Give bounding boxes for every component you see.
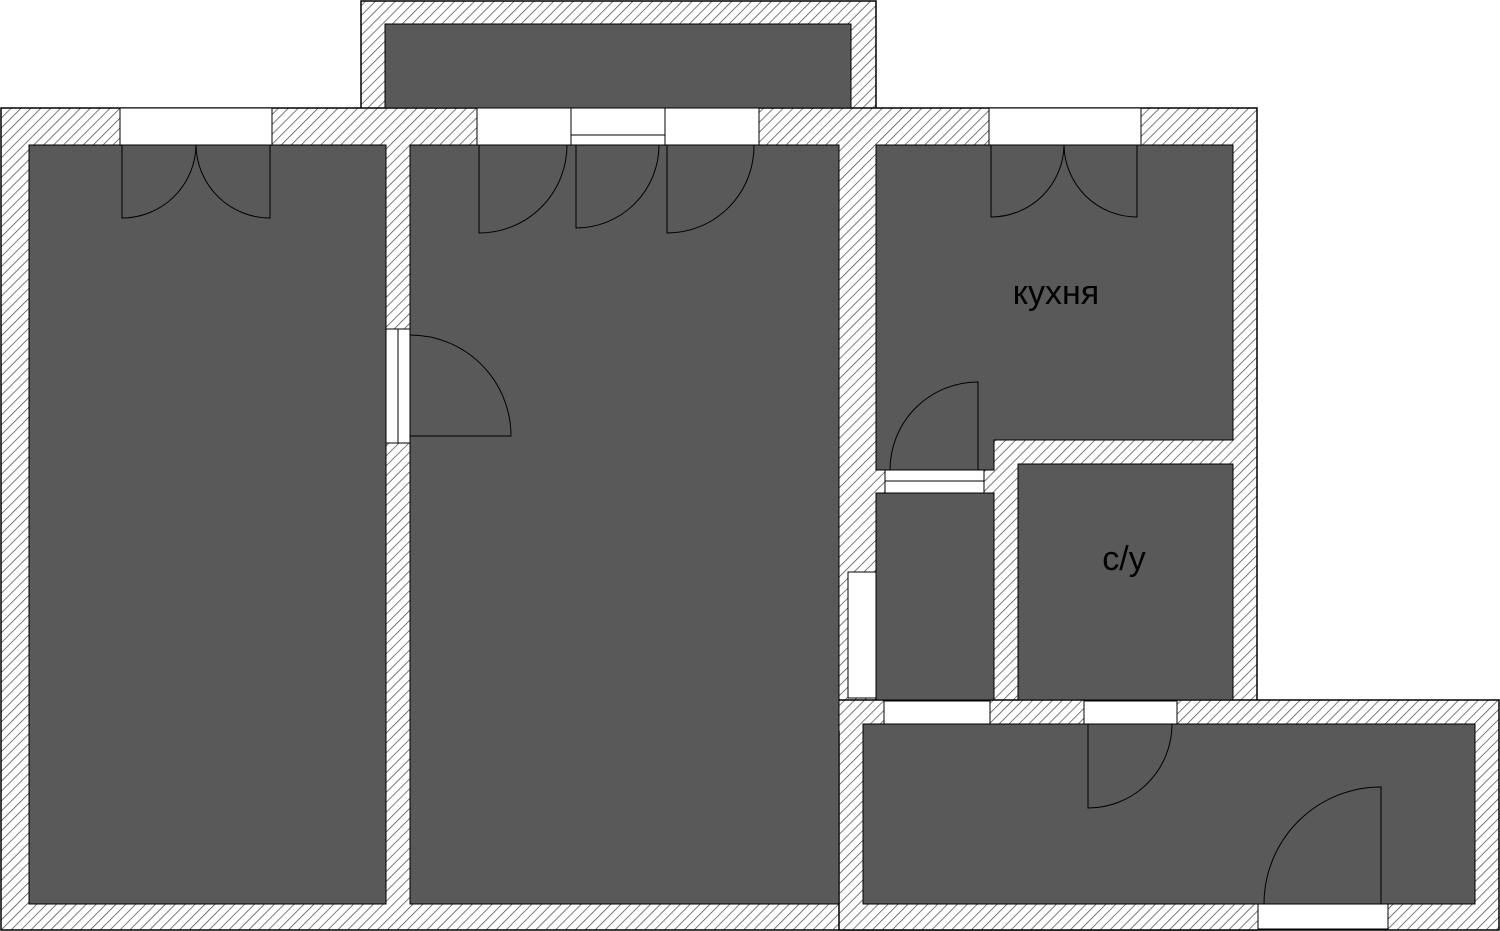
door-swing-kitchen-2 xyxy=(1063,144,1138,218)
window-middle-c xyxy=(664,107,760,146)
door-swing-kitchen-1 xyxy=(990,144,1065,218)
kitchen-room xyxy=(875,144,1234,471)
door-openings xyxy=(385,328,1389,930)
rooms xyxy=(28,23,1476,905)
door-swing-left-room-1 xyxy=(121,144,197,219)
room-middle xyxy=(409,144,840,905)
window-kitchen xyxy=(988,107,1142,146)
bathroom-label: с/у xyxy=(1102,540,1145,578)
door-swing-entrance xyxy=(1263,786,1382,905)
door-swing-interior xyxy=(409,334,512,437)
window-middle-a xyxy=(476,107,572,146)
balcony xyxy=(384,23,852,109)
room-left xyxy=(28,144,387,905)
window-middle-b xyxy=(570,107,666,146)
door-swings xyxy=(121,144,1382,905)
door-swing-bathroom xyxy=(1087,723,1173,809)
door-opening-closet-bottom xyxy=(883,700,991,725)
door-swing-left-room-2 xyxy=(195,144,271,219)
storage-closet xyxy=(875,492,995,701)
bathroom-room xyxy=(1017,463,1234,701)
door-opening-bathroom-bottom xyxy=(1083,700,1178,725)
entrance-door-opening xyxy=(1257,903,1389,930)
door-swing-middle-3 xyxy=(666,144,755,234)
door-swing-middle-1 xyxy=(478,144,568,234)
window-left-room xyxy=(119,107,273,146)
door-opening-middle-side xyxy=(847,571,877,699)
kitchen-label: кухня xyxy=(1013,274,1099,312)
hallway xyxy=(862,723,1476,905)
door-swing-middle-2 xyxy=(575,144,660,229)
door-swing-kitchen-entry xyxy=(889,381,979,471)
